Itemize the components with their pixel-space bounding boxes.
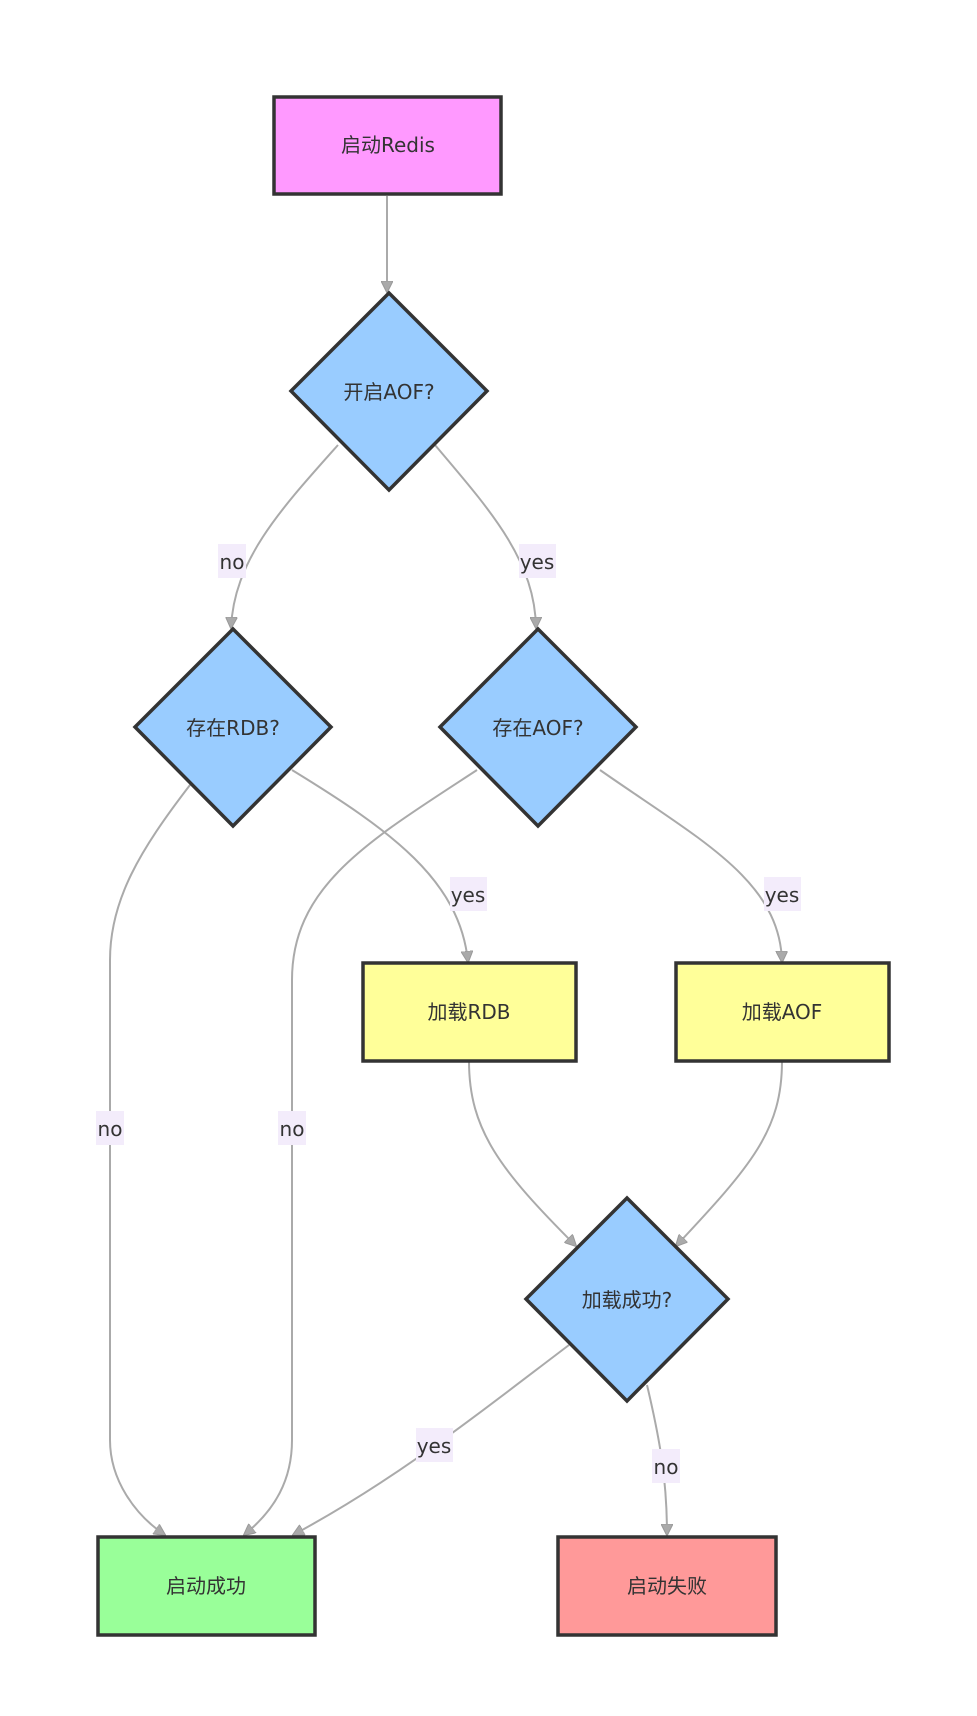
edge-label-rdb-yes: yes [450,877,487,911]
edge-label-aof-yes: yes [519,544,556,578]
svg-text:加载成功?: 加载成功? [582,1288,673,1312]
edge-aof-enabled-to-rdb-exists [231,444,339,628]
svg-text:开启AOF?: 开启AOF? [343,380,434,404]
edges [109,196,783,1535]
svg-text:存在RDB?: 存在RDB? [186,716,280,740]
node-load-rdb: 加载RDB [361,961,578,1063]
svg-text:yes: yes [520,550,555,574]
svg-text:启动成功: 启动成功 [166,1574,246,1598]
svg-text:存在AOF?: 存在AOF? [492,716,583,740]
svg-text:no: no [280,1117,305,1141]
svg-text:no: no [654,1455,679,1479]
edge-label-aof-no: no [218,544,246,578]
node-aof-exists: 存在AOF? [437,626,639,829]
edge-label-ok-yes: yes [416,1428,453,1462]
svg-text:启动Redis: 启动Redis [341,133,435,157]
edge-aof-enabled-to-aof-exists [434,444,536,628]
node-rdb-exists: 存在RDB? [132,626,334,829]
edge-label-ok-no: no [652,1449,680,1483]
node-start-failure: 启动失败 [556,1535,778,1637]
edge-load-aof-to-load-ok [676,1060,783,1246]
svg-text:no: no [98,1117,123,1141]
edge-rdb-exists-to-load-rdb [291,769,468,962]
edge-load-rdb-to-load-ok [468,1060,576,1246]
nodes: 启动Redis 开启AOF? 存在RDB? 存在AOF? 加载RDB 加载AOF… [96,95,891,1637]
svg-text:no: no [220,550,245,574]
edge-aof-exists-to-success [244,769,478,1535]
svg-text:yes: yes [417,1434,452,1458]
edge-label-aofex-no: no [278,1111,306,1145]
node-start-redis: 启动Redis [272,95,503,196]
edge-aof-exists-to-load-aof [599,769,782,962]
node-start-success: 启动成功 [96,1535,317,1637]
node-aof-enabled: 开启AOF? [288,290,490,493]
edge-label-aofex-yes: yes [764,877,801,911]
node-load-aof: 加载AOF [674,961,891,1063]
svg-text:加载RDB: 加载RDB [427,1000,510,1024]
svg-text:加载AOF: 加载AOF [742,1000,823,1024]
svg-text:yes: yes [451,883,486,907]
node-load-ok: 加载成功? [523,1195,731,1404]
svg-text:启动失败: 启动失败 [627,1574,707,1598]
svg-text:yes: yes [765,883,800,907]
edge-labels: no yes no yes no yes yes no [96,544,801,1483]
edge-rdb-exists-to-success [109,784,191,1535]
edge-label-rdb-no: no [96,1111,124,1145]
